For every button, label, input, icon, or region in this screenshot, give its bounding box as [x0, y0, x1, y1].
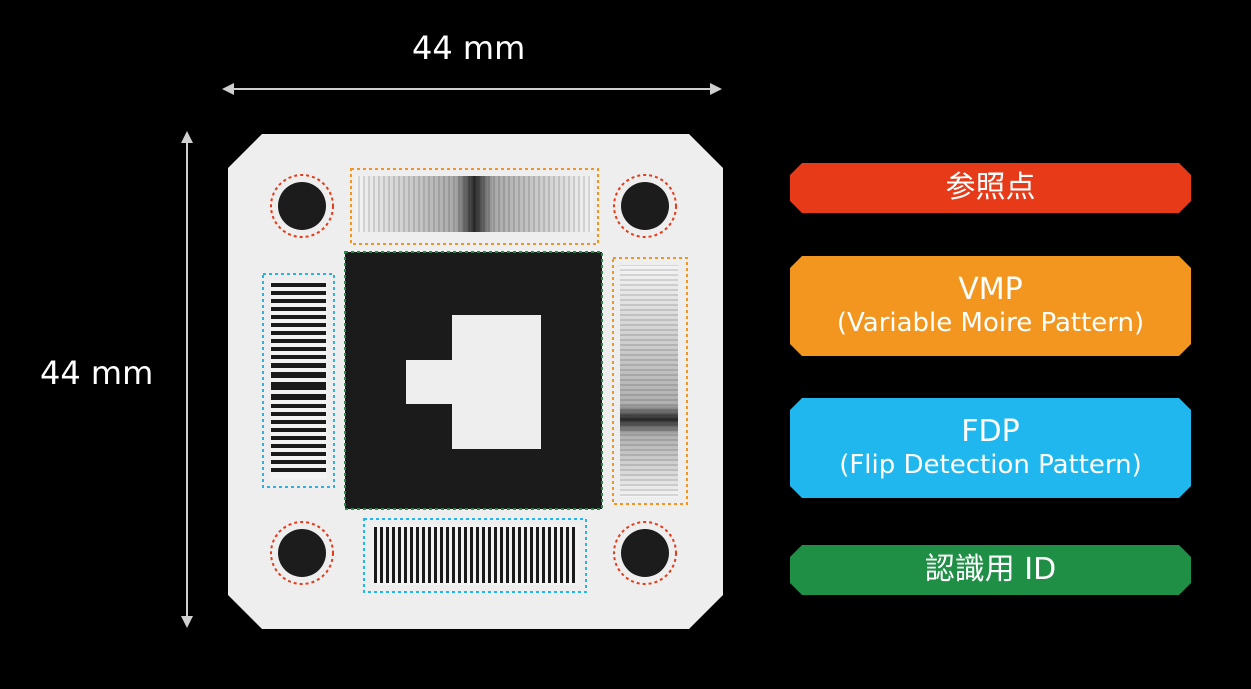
legend-fdp-subtitle: (Flip Detection Pattern)	[839, 450, 1142, 480]
fdp-pattern-left	[262, 273, 335, 488]
legend-vmp: VMP (Variable Moire Pattern)	[790, 256, 1191, 356]
legend-fdp-title: FDP	[961, 414, 1020, 449]
reference-point-top-right	[613, 174, 677, 238]
fdp-pattern-bottom	[363, 518, 587, 593]
recognition-id-pattern	[344, 251, 603, 510]
legend-vmp-title: VMP	[958, 272, 1023, 307]
reference-point-bottom-right	[613, 521, 677, 585]
legend-id-title: 認識用 ID	[924, 552, 1057, 587]
height-dimension-label: 44 mm	[40, 354, 154, 392]
legend-reference-points: 参照点	[790, 163, 1191, 213]
legend-vmp-subtitle: (Variable Moire Pattern)	[836, 308, 1145, 338]
width-dimension-label: 44 mm	[412, 29, 526, 67]
width-arrow	[222, 83, 722, 95]
marker-board	[228, 134, 723, 629]
legend-fdp: FDP (Flip Detection Pattern)	[790, 398, 1191, 498]
reference-point-bottom-left	[270, 521, 334, 585]
vmp-pattern-top	[350, 168, 599, 245]
vmp-pattern-right	[612, 257, 688, 505]
height-arrow	[181, 131, 193, 628]
reference-point-top-left	[270, 174, 334, 238]
legend-recognition-id: 認識用 ID	[790, 545, 1191, 595]
legend-reference-title: 参照点	[945, 170, 1036, 205]
